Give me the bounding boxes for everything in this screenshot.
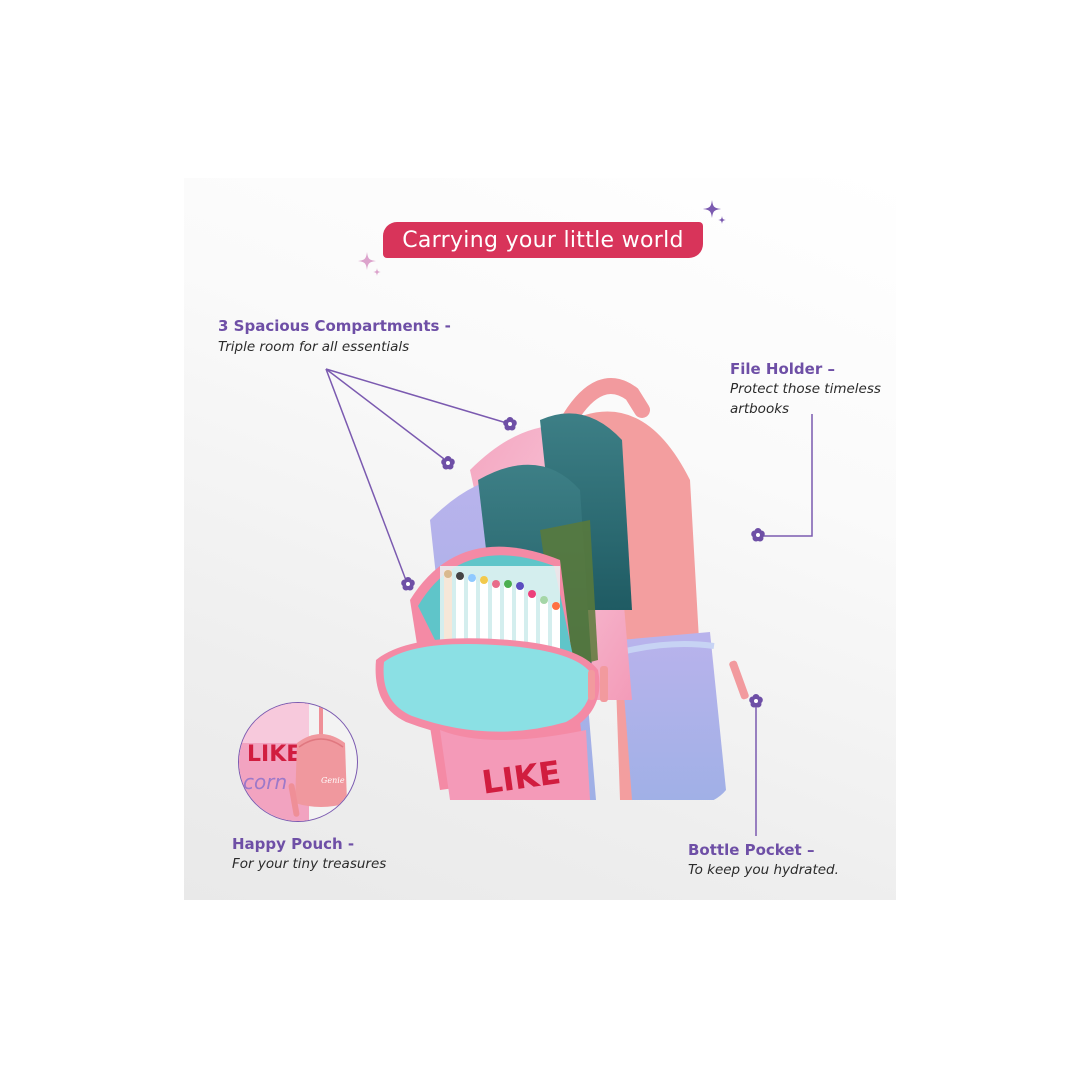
feature-description: Protect those timeless artbooks: [730, 381, 881, 417]
flower-marker-icons: [401, 417, 765, 708]
svg-text:Genie: Genie: [321, 776, 345, 785]
feature-bottle-pocket: Bottle Pocket – To keep you hydrated.: [688, 841, 839, 880]
feature-description: For your tiny treasures: [232, 856, 387, 872]
feature-title: File Holder –: [730, 360, 835, 378]
feature-title: Happy Pouch -: [232, 835, 355, 853]
feature-compartments: 3 Spacious Compartments - Triple room fo…: [218, 317, 451, 357]
pouch-print-text: LIKE: [247, 742, 301, 767]
feature-title: Bottle Pocket –: [688, 841, 815, 859]
sparkle-icon-top-right: [703, 200, 726, 224]
svg-text:corn: corn: [243, 770, 287, 794]
feature-description: To keep you hydrated.: [688, 862, 839, 878]
sparkle-icon-bottom-left: [358, 252, 381, 276]
feature-title: 3 Spacious Compartments -: [218, 317, 451, 335]
feature-happy-pouch: Happy Pouch - For your tiny treasures: [232, 835, 386, 874]
backpack-product-image: LIKE: [375, 378, 749, 800]
feature-description: Triple room for all essentials: [218, 339, 410, 355]
happy-pouch-image: LIKE corn Genie: [238, 702, 358, 822]
marker-set: [444, 570, 560, 672]
headline-banner: Carrying your little world: [383, 222, 703, 258]
feature-file-holder: File Holder – Protect those timeless art…: [730, 360, 890, 419]
